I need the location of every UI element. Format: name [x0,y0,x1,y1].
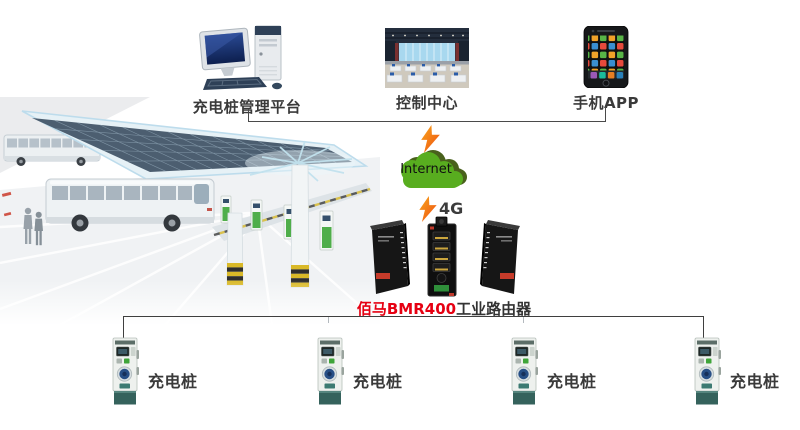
desktop-computer-icon [199,24,295,92]
mobile-app-label: 手机APP [572,94,640,112]
charging-pile-icon [110,337,140,405]
internet-cloud: Internet [391,147,469,199]
router-brand: 佰马BMR400 [356,300,457,318]
smartphone-icon [583,26,629,88]
charging-pile-label: 充电桩 [547,372,597,391]
platform-label: 充电桩管理平台 [192,98,302,116]
control-center-label: 控制中心 [395,94,458,112]
connector-line [123,316,124,338]
charging-pile-label: 充电桩 [730,372,780,391]
connector-tick [523,317,524,323]
solar-carport-illustration [0,97,380,325]
connector-line [248,121,606,122]
node-management-platform: 充电桩管理平台 [167,24,327,117]
charging-pile-label: 充电桩 [353,372,403,391]
node-mobile-app: 手机APP [526,26,686,113]
bus-line [123,316,704,317]
4g-label: 4G [439,199,464,218]
connector-tick [328,317,329,323]
router-type: 工业路由器 [456,300,532,318]
charging-pile-icon [692,337,722,405]
connector-line [703,316,704,338]
internet-label: Internet [400,162,452,177]
charging-pile-node: 充电桩 [692,337,780,405]
connector-line [248,109,249,122]
node-control-center: 控制中心 [347,28,507,113]
charging-pile-node: 充电桩 [509,337,597,405]
industrial-router-photo [366,216,524,300]
control-room-photo [385,28,469,88]
connector-line [605,107,606,122]
charging-pile-icon [509,337,539,405]
router-label: 佰马BMR400工业路由器 [334,298,554,319]
charging-pile-node: 充电桩 [315,337,403,405]
charging-pile-node: 充电桩 [110,337,198,405]
charging-pile-icon [315,337,345,405]
charging-pile-label: 充电桩 [148,372,198,391]
